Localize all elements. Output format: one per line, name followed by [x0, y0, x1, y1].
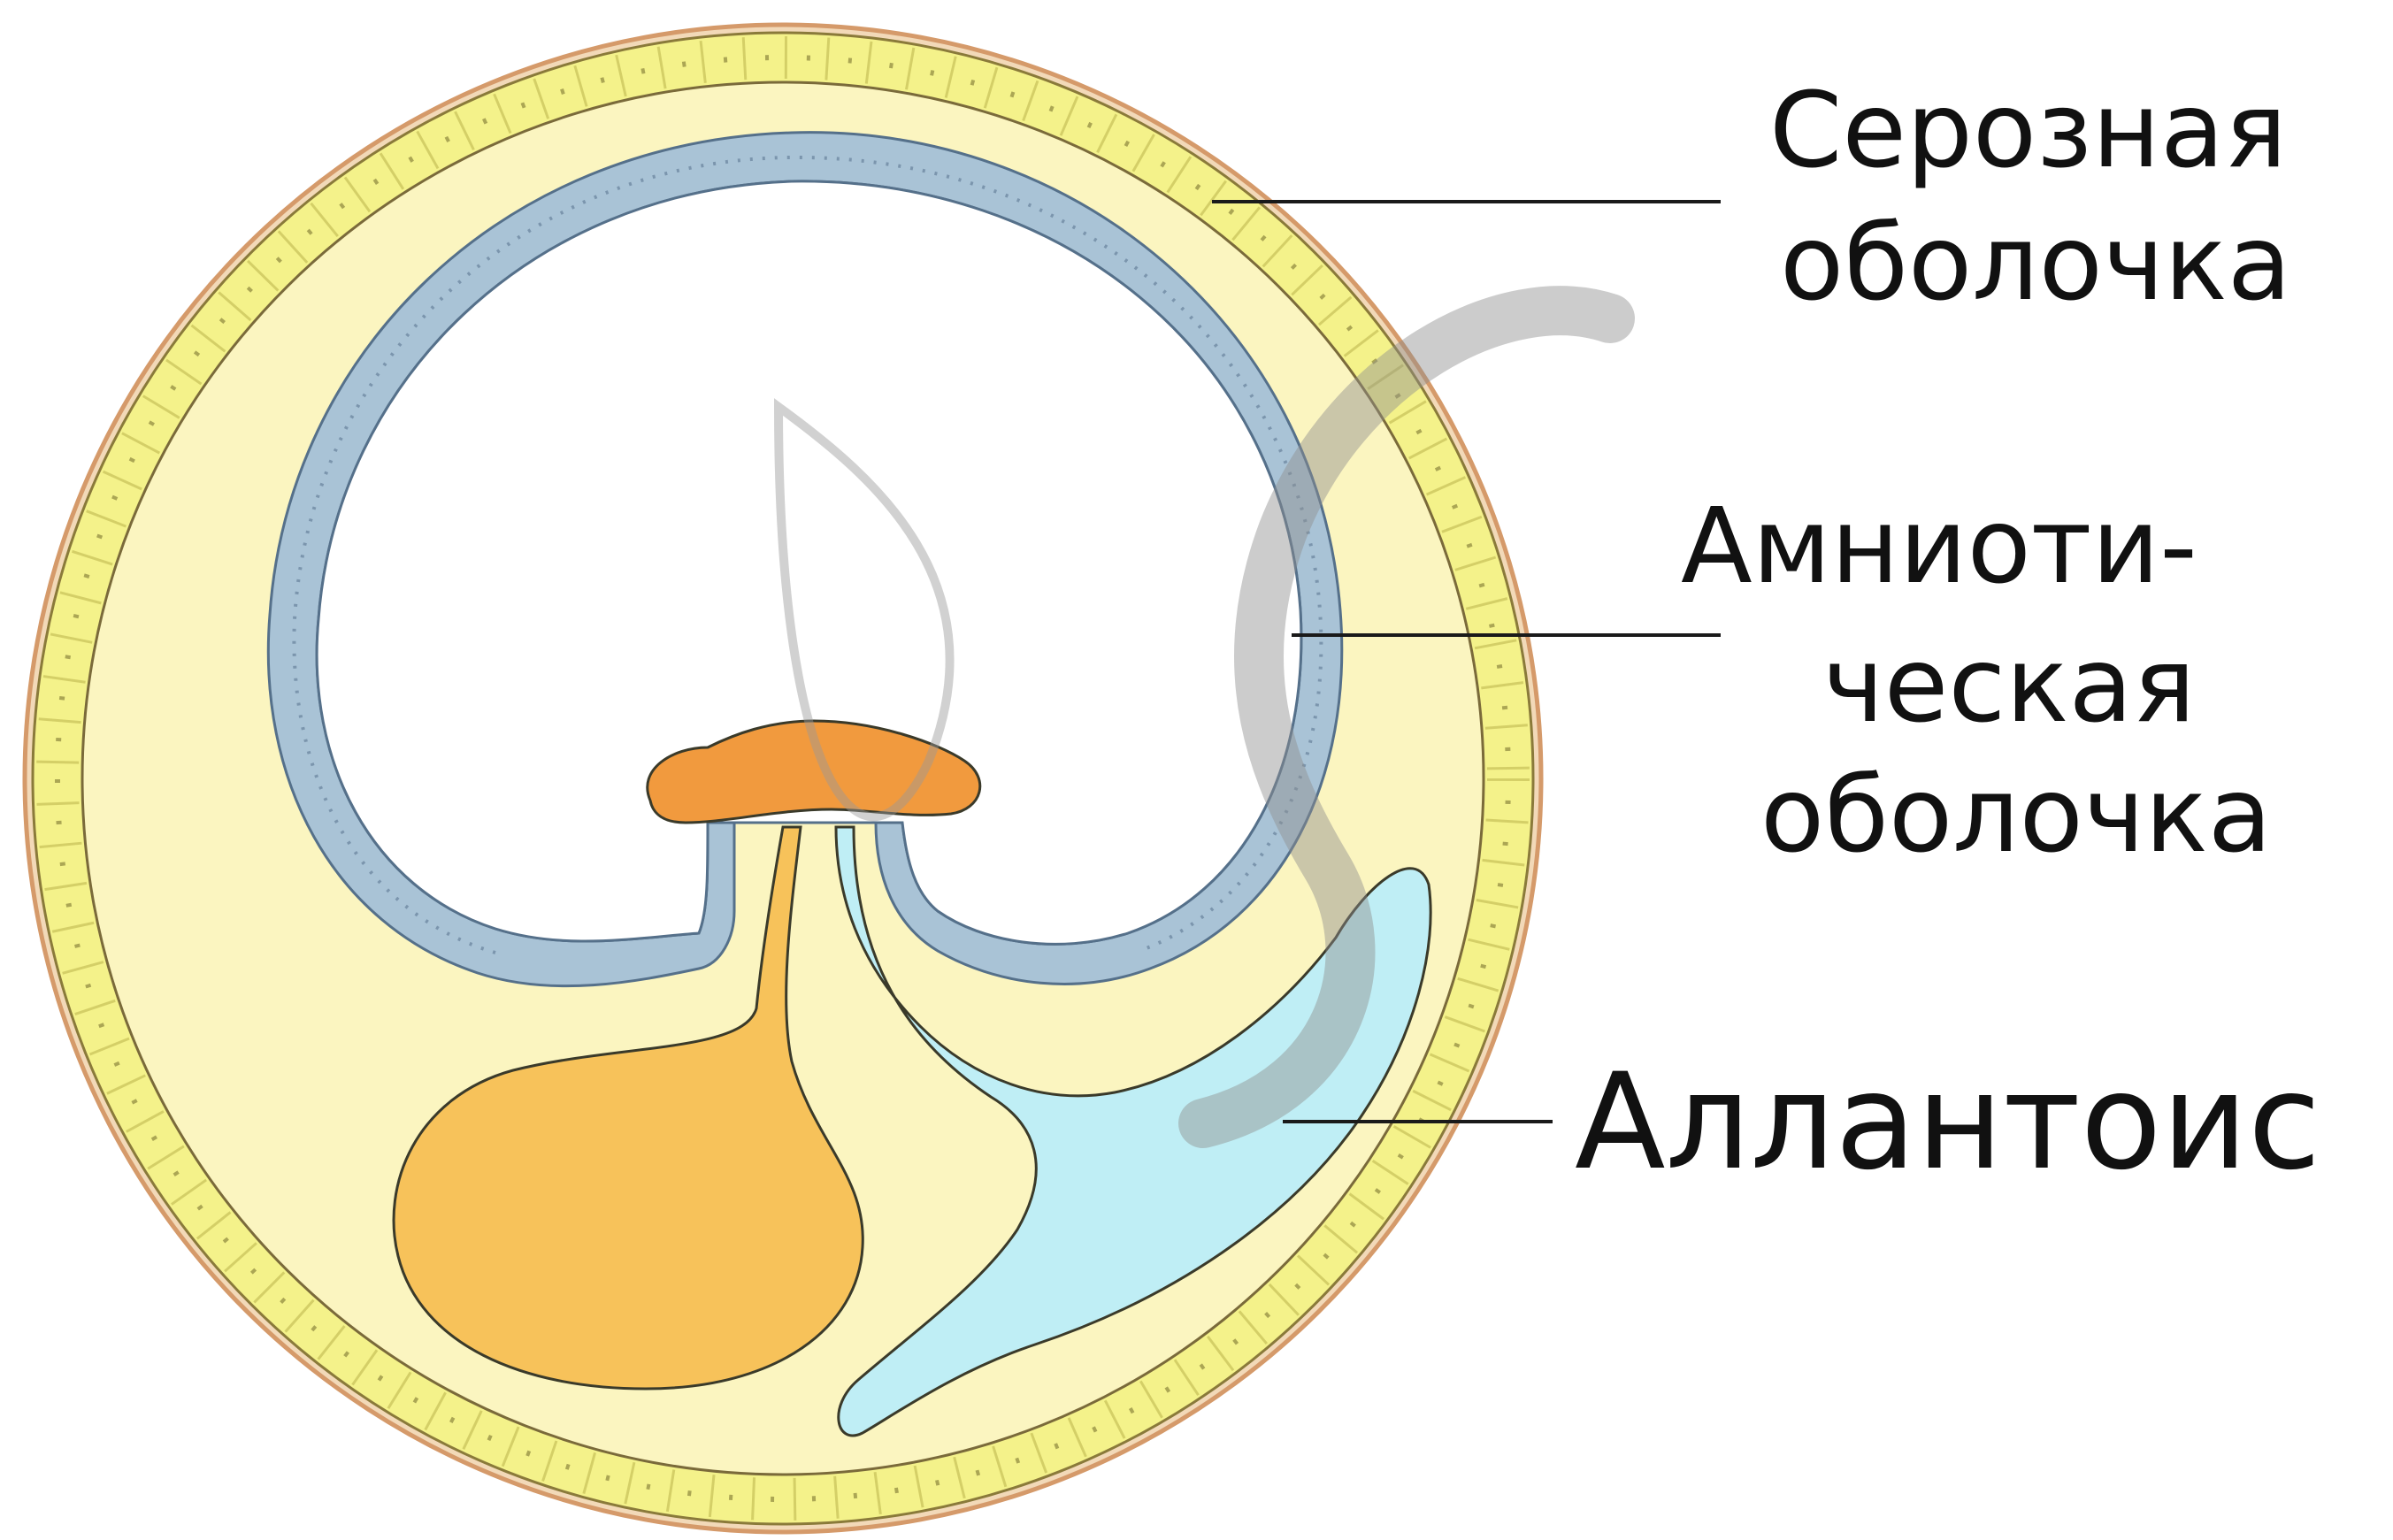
label-serous-line2: оболочка [1780, 202, 2291, 324]
label-amniotic-line1: Амниоти- [1681, 485, 2197, 607]
label-serous-line1: Серозная [1769, 69, 2287, 191]
label-amniotic-line3: оболочка [1760, 754, 2272, 876]
label-allantois: Аллантоис [1575, 1046, 2320, 1199]
label-amniotic-line2: ческая [1822, 624, 2196, 746]
